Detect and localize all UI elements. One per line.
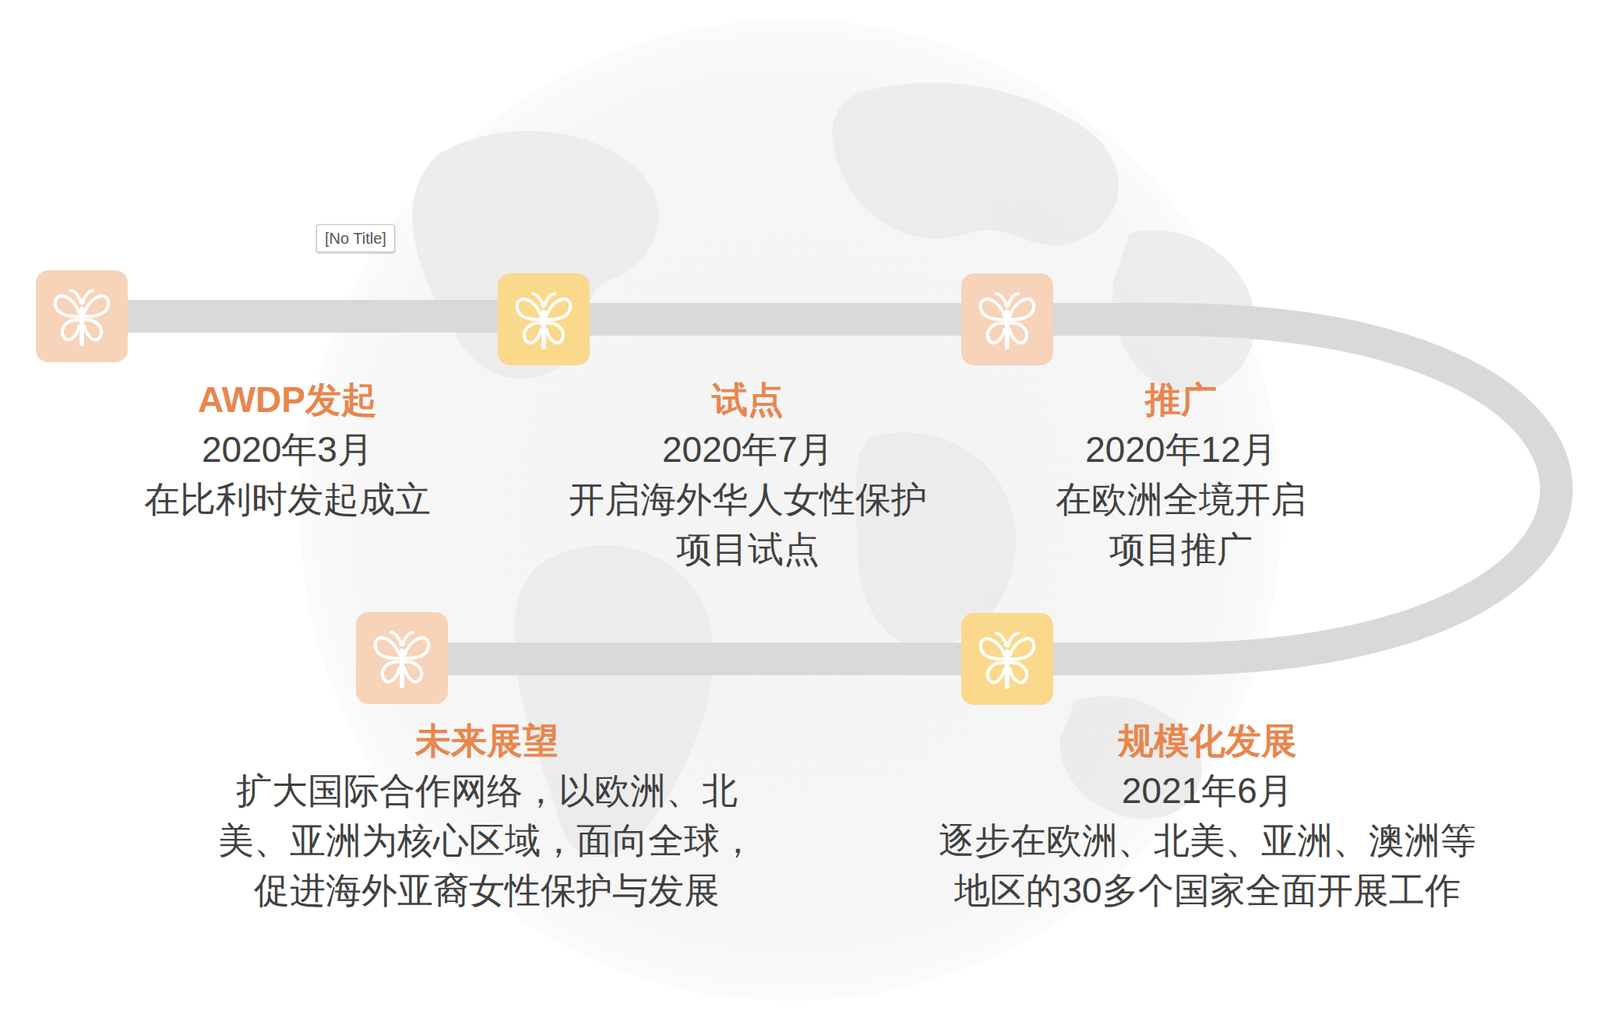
milestone-text: AWDP发起2020年3月在比利时发起成立 bbox=[133, 374, 442, 525]
milestone-text: 未来展望扩大国际合作网络，以欧洲、北 美、亚洲为核心区域，面向全球， 促进海外亚… bbox=[214, 715, 759, 916]
milestone-detail: 逐步在欧洲、北美、亚洲、澳洲等 地区的30多个国家全面开展工作 bbox=[934, 815, 1480, 916]
milestone-heading: 推广 bbox=[1048, 374, 1314, 425]
milestone-heading: 未来展望 bbox=[214, 715, 759, 766]
butterfly-icon bbox=[961, 273, 1054, 366]
milestone: 未来展望扩大国际合作网络，以欧洲、北 美、亚洲为核心区域，面向全球， 促进海外亚… bbox=[214, 612, 759, 916]
milestone: 推广2020年12月在欧洲全境开启 项目推广 bbox=[961, 273, 1314, 575]
milestone-detail: 在欧洲全境开启 项目推广 bbox=[1048, 474, 1314, 575]
continent bbox=[832, 82, 1120, 246]
milestone-text: 规模化发展2021年6月逐步在欧洲、北美、亚洲、澳洲等 地区的30多个国家全面开… bbox=[934, 715, 1480, 916]
milestone: 规模化发展2021年6月逐步在欧洲、北美、亚洲、澳洲等 地区的30多个国家全面开… bbox=[934, 613, 1480, 916]
milestone-heading: AWDP发起 bbox=[133, 374, 442, 425]
butterfly-icon bbox=[355, 612, 448, 705]
butterfly-symbol bbox=[497, 273, 590, 366]
butterfly-symbol bbox=[961, 273, 1054, 366]
milestone-detail: 扩大国际合作网络，以欧洲、北 美、亚洲为核心区域，面向全球， 促进海外亚裔女性保… bbox=[214, 765, 759, 916]
butterfly-symbol bbox=[355, 612, 448, 705]
milestone-detail: 2020年12月 bbox=[1048, 424, 1314, 475]
milestone-text: 试点2020年7月开启海外华人女性保护 项目试点 bbox=[561, 374, 934, 575]
milestone-detail: 2020年7月 bbox=[561, 424, 934, 475]
milestone-heading: 规模化发展 bbox=[934, 715, 1480, 766]
milestone-detail: 2021年6月 bbox=[934, 765, 1480, 816]
butterfly-icon bbox=[497, 273, 590, 366]
butterfly-icon bbox=[35, 270, 128, 363]
milestone-detail: 在比利时发起成立 bbox=[133, 474, 442, 525]
timeline-band bbox=[447, 642, 962, 676]
butterfly-symbol bbox=[35, 270, 128, 363]
timeline-band bbox=[127, 299, 498, 333]
tooltip-label: [No Title] bbox=[316, 224, 395, 253]
milestone-detail: 2020年3月 bbox=[133, 424, 442, 475]
milestone: 试点2020年7月开启海外华人女性保护 项目试点 bbox=[497, 273, 934, 575]
continent bbox=[412, 130, 659, 379]
butterfly-symbol bbox=[961, 613, 1054, 705]
milestone: AWDP发起2020年3月在比利时发起成立 bbox=[35, 270, 442, 525]
milestone-detail: 开启海外华人女性保护 项目试点 bbox=[561, 474, 934, 575]
butterfly-icon bbox=[961, 613, 1054, 705]
timeline-band bbox=[589, 303, 962, 336]
milestone-text: 推广2020年12月在欧洲全境开启 项目推广 bbox=[1048, 374, 1314, 575]
milestone-heading: 试点 bbox=[561, 374, 934, 425]
